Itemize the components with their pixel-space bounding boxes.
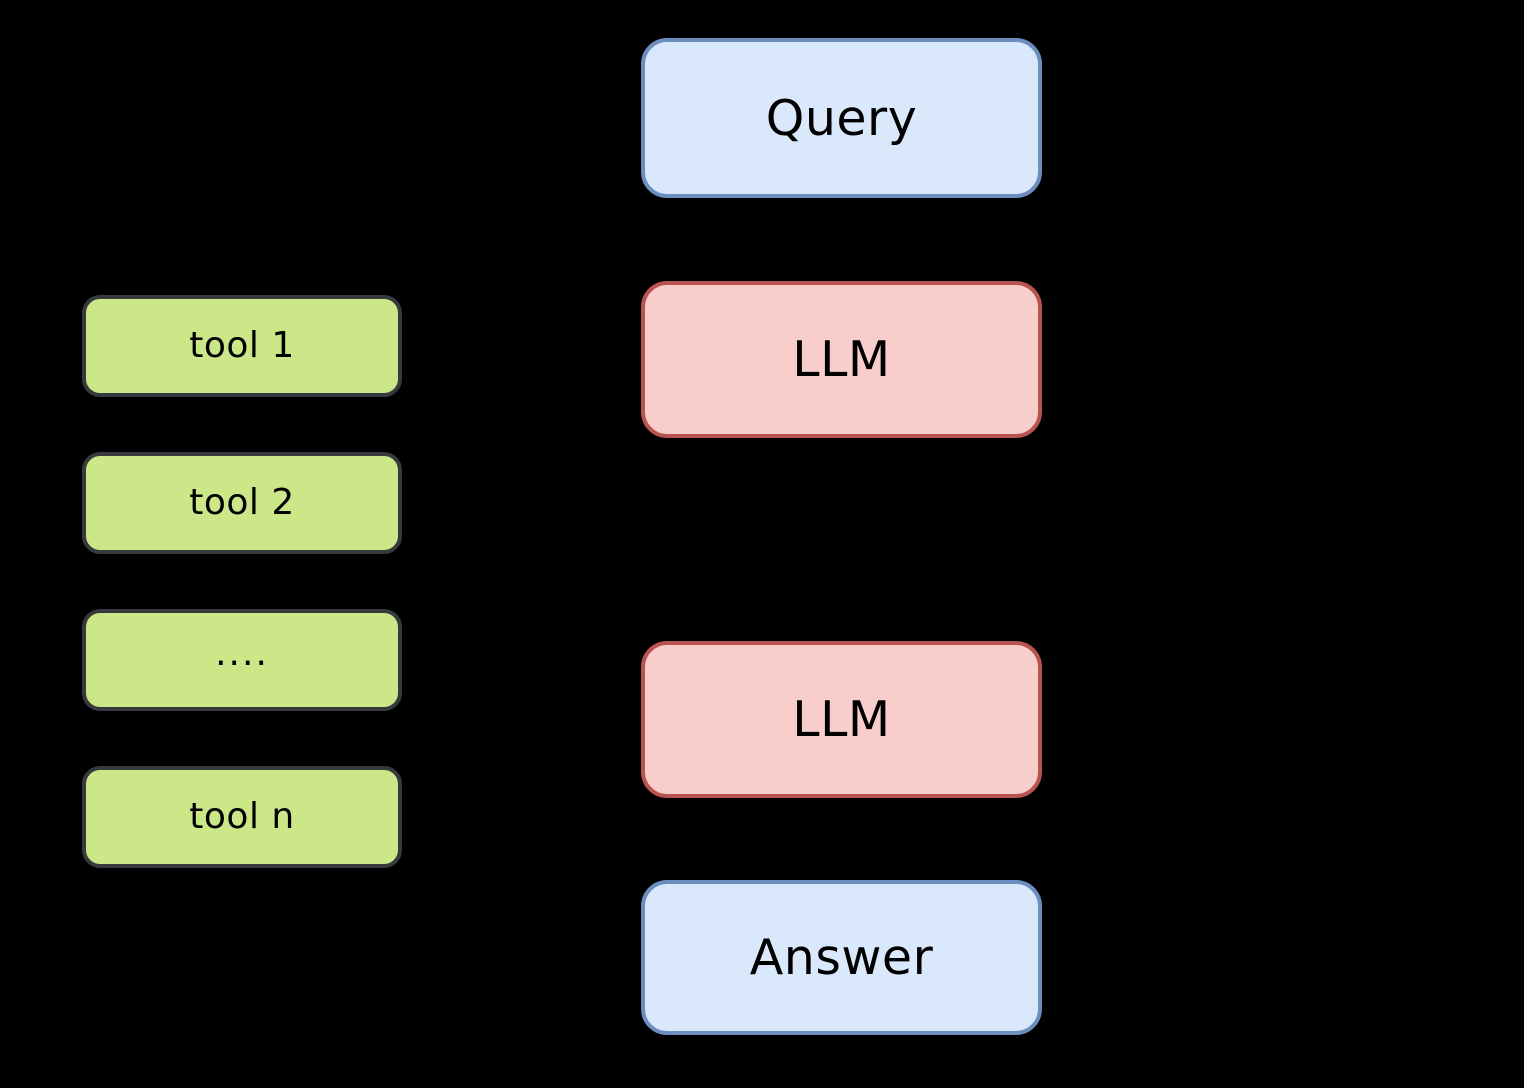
answer-node-label: Answer bbox=[749, 929, 934, 986]
tool-node-ellipsis[interactable]: .... bbox=[82, 609, 402, 711]
llm-node-1[interactable]: LLM bbox=[641, 281, 1042, 438]
llm-node-2[interactable]: LLM bbox=[641, 641, 1042, 798]
llm-node-1-label: LLM bbox=[792, 331, 891, 388]
tool-node-2[interactable]: tool 2 bbox=[82, 452, 402, 554]
query-node-label: Query bbox=[765, 89, 918, 147]
tool-node-1-label: tool 1 bbox=[189, 325, 295, 366]
tool-node-1[interactable]: tool 1 bbox=[82, 295, 402, 397]
tool-node-ellipsis-label: .... bbox=[215, 633, 269, 674]
answer-node[interactable]: Answer bbox=[641, 880, 1042, 1035]
query-node[interactable]: Query bbox=[641, 38, 1042, 198]
llm-node-2-label: LLM bbox=[792, 691, 891, 748]
tool-node-2-label: tool 2 bbox=[189, 482, 295, 523]
tool-node-n[interactable]: tool n bbox=[82, 766, 402, 868]
tool-node-n-label: tool n bbox=[189, 796, 295, 837]
